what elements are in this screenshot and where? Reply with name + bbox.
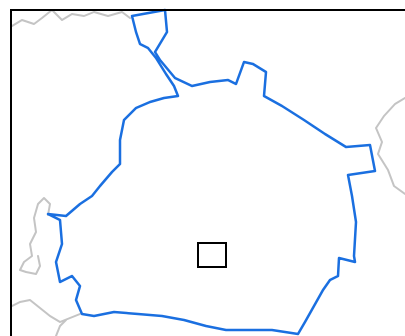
neighbor-boundary-west	[19, 197, 51, 275]
neighbor-boundaries	[11, 9, 405, 336]
neighbor-boundary-south	[55, 319, 67, 336]
location-marker[interactable]	[197, 242, 227, 268]
region-boundary[interactable]	[46, 8, 377, 336]
neighbor-boundary-southwest	[11, 299, 81, 323]
map-frame-border	[10, 9, 405, 336]
neighbor-boundary-east	[375, 97, 405, 195]
neighbor-boundary-north	[11, 9, 131, 27]
